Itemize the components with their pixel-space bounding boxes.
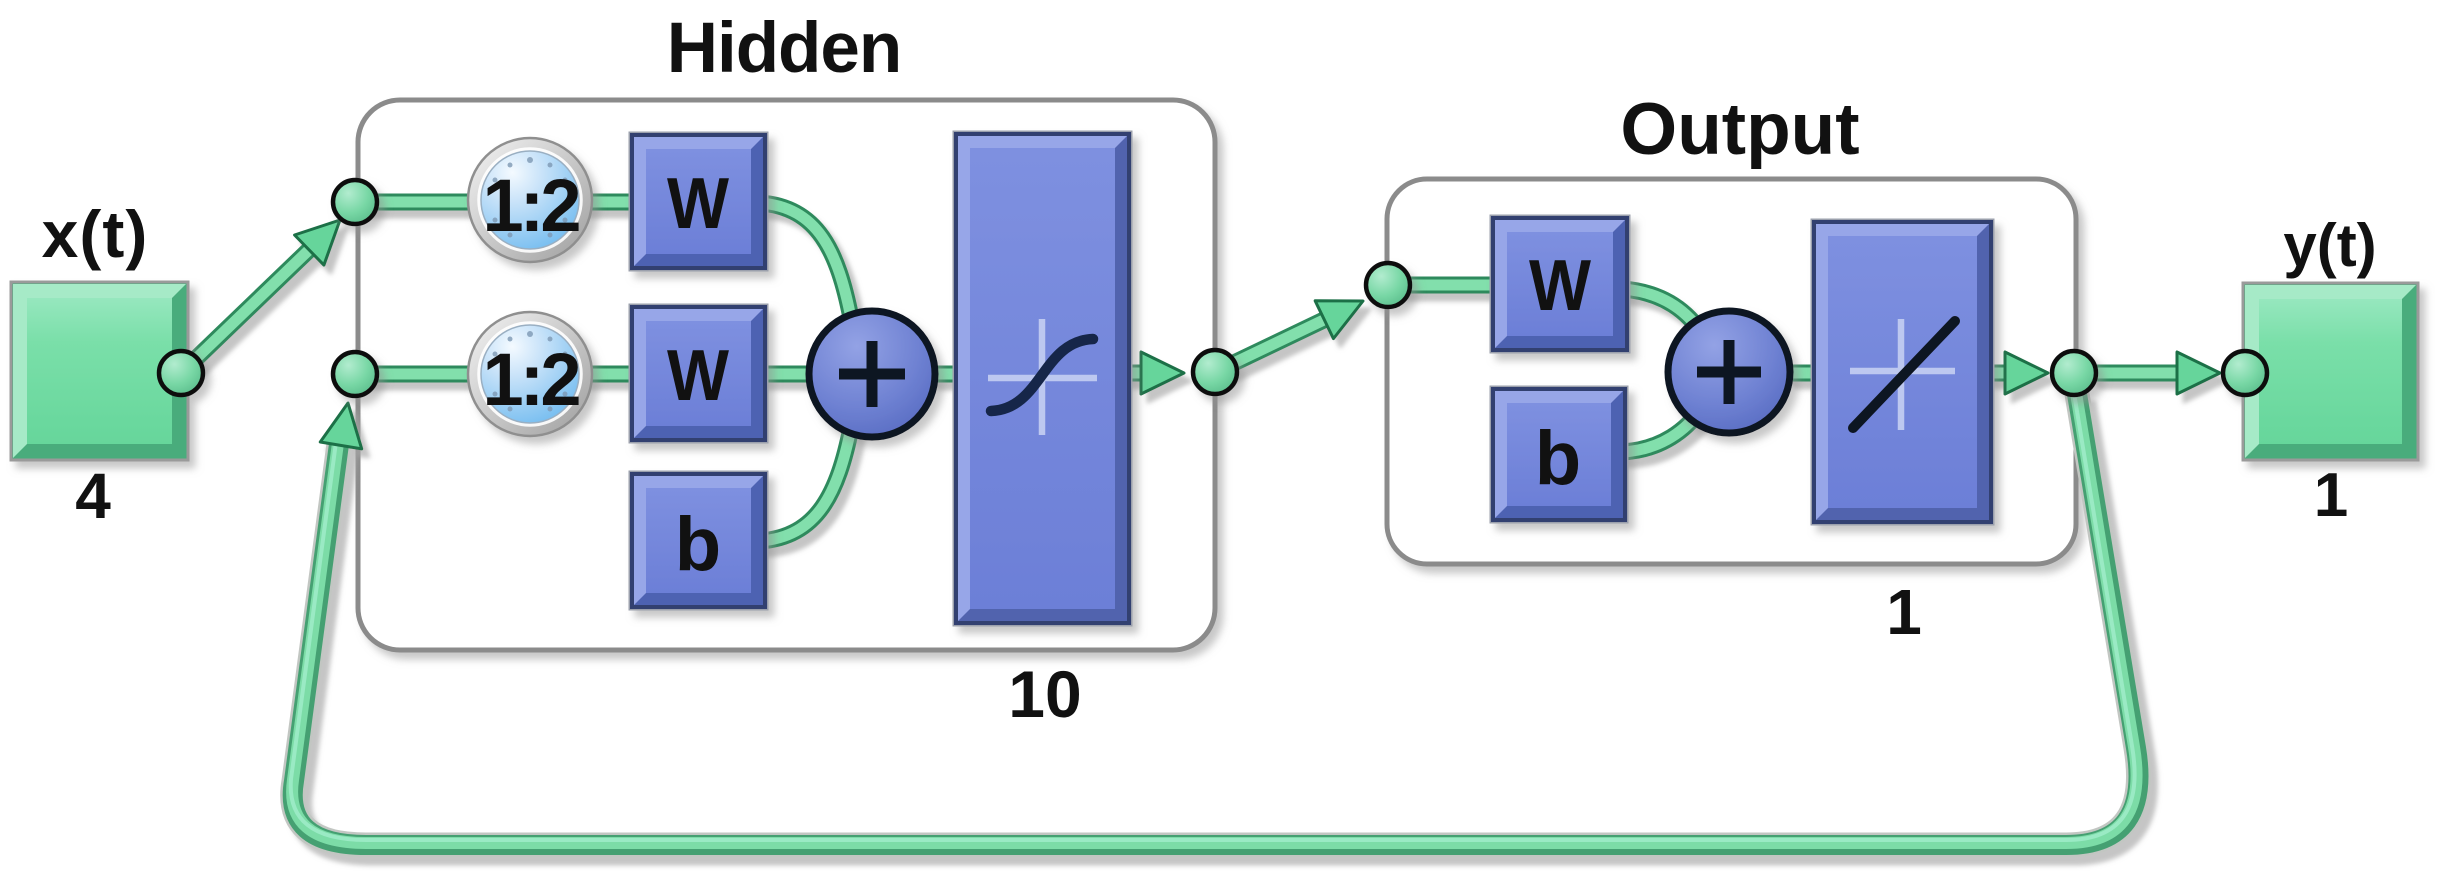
svg-text:10: 10: [1008, 657, 1081, 731]
svg-text:4: 4: [75, 460, 111, 532]
svg-text:W: W: [1529, 246, 1591, 326]
svg-text:1:2: 1:2: [483, 338, 580, 421]
svg-text:Output: Output: [1620, 89, 1859, 170]
svg-text:x(t): x(t): [42, 197, 149, 271]
svg-text:W: W: [667, 336, 729, 416]
svg-text:b: b: [675, 502, 721, 587]
svg-text:y(t): y(t): [2283, 212, 2376, 279]
svg-text:Hidden: Hidden: [667, 9, 902, 88]
svg-text:1: 1: [1886, 576, 1922, 648]
svg-text:W: W: [667, 164, 729, 244]
svg-text:1: 1: [2314, 461, 2348, 530]
svg-text:b: b: [1535, 416, 1581, 501]
svg-text:1:2: 1:2: [483, 164, 580, 247]
